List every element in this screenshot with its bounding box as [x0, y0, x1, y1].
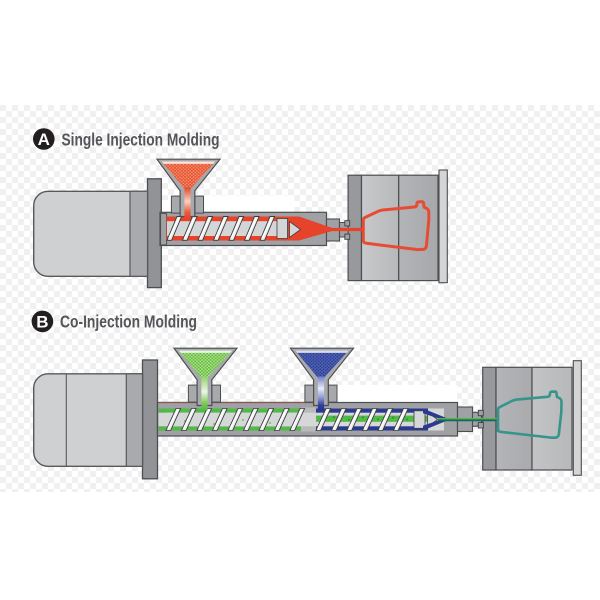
svg-text:B: B: [36, 312, 48, 331]
svg-text:Single Injection Molding: Single Injection Molding: [62, 129, 220, 149]
svg-text:A: A: [38, 130, 50, 149]
svg-text:Co-Injection Molding: Co-Injection Molding: [60, 312, 197, 332]
